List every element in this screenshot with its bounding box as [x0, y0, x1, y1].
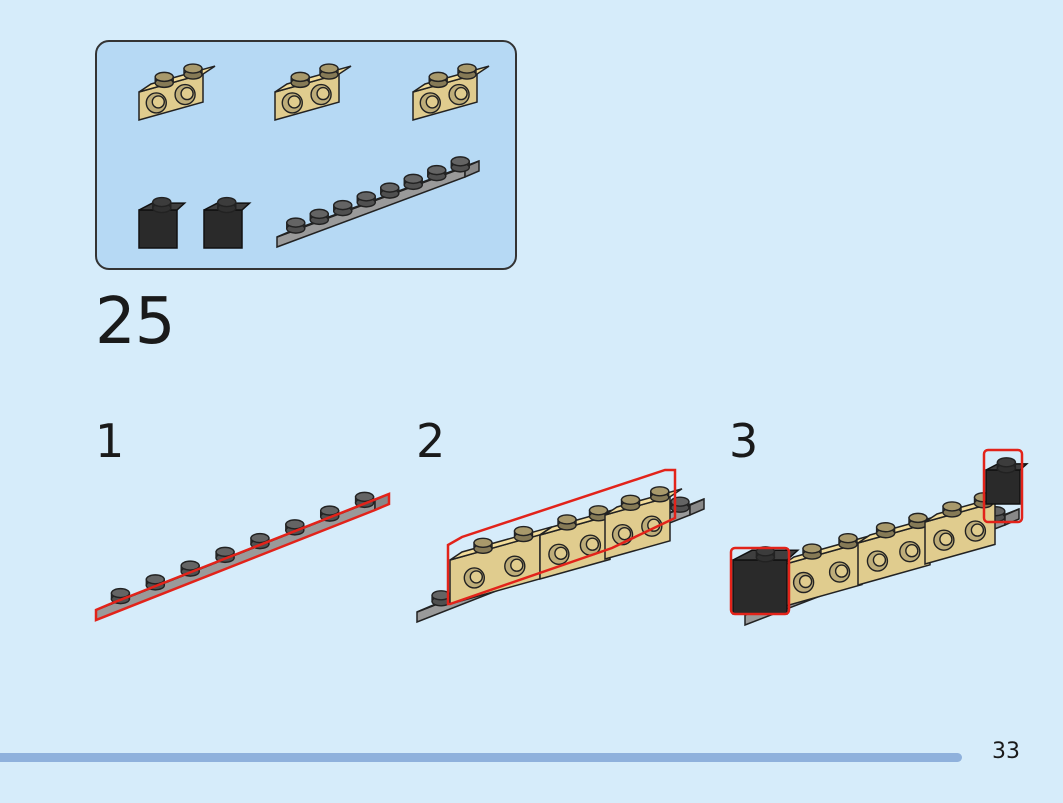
plate-stud	[380, 182, 400, 199]
plate-stud	[670, 496, 690, 513]
plate-stud	[427, 164, 447, 182]
plate-stud	[356, 191, 376, 208]
step3-black-brick-right	[985, 457, 1029, 505]
substep-label-1: 1	[95, 414, 125, 468]
step-number: 25	[95, 285, 175, 359]
side-stud	[310, 83, 332, 106]
stud	[875, 522, 896, 539]
stud	[942, 501, 962, 518]
step2-tan-bricks	[446, 468, 683, 606]
side-stud	[964, 520, 987, 542]
plate-stud	[333, 199, 353, 217]
part-black-brick-2	[203, 196, 252, 249]
stud	[802, 543, 822, 560]
footer-progress-bar	[0, 753, 962, 762]
highlight-outline	[446, 468, 677, 606]
side-stud	[828, 561, 851, 583]
side-stud	[504, 555, 526, 577]
parts-callout	[95, 40, 517, 270]
parts-callout-drawing	[138, 63, 490, 249]
side-stud	[611, 523, 634, 546]
side-stud	[933, 529, 955, 551]
page-number: 33	[992, 739, 1020, 764]
side-stud	[174, 83, 196, 106]
stud	[183, 63, 203, 80]
plate-stud	[431, 590, 451, 607]
stud	[908, 512, 928, 530]
side-stud	[866, 550, 889, 572]
plate-stud	[403, 173, 423, 191]
stud	[513, 525, 534, 543]
part-black-brick-1	[138, 196, 187, 249]
side-stud	[463, 567, 485, 589]
highlight-outline-left	[729, 546, 791, 616]
stud	[650, 486, 670, 503]
stud	[457, 63, 477, 80]
side-stud	[145, 92, 167, 114]
side-stud	[899, 541, 921, 563]
brick-front	[203, 209, 243, 249]
plate-stud	[309, 208, 329, 226]
step3-tan-brick-2	[857, 512, 943, 586]
side-stud	[792, 571, 815, 594]
stud	[319, 63, 339, 80]
brick-front	[985, 469, 1021, 505]
step2-tan-brick-2	[539, 505, 623, 580]
side-stud	[419, 92, 441, 114]
stud	[290, 71, 310, 89]
part-gray-plate	[276, 156, 480, 249]
highlight-outline	[94, 492, 391, 622]
side-stud	[448, 83, 470, 106]
side-stud	[281, 92, 303, 114]
plate-stud	[286, 217, 306, 234]
step1-gray-plate	[94, 491, 391, 622]
stud	[154, 71, 174, 89]
substep-label-2: 2	[416, 414, 446, 468]
part-tan-brick-3	[412, 63, 490, 121]
step3-tan-brick-3	[924, 492, 1008, 565]
side-stud	[548, 543, 570, 565]
stud	[428, 71, 448, 89]
stud	[217, 196, 237, 214]
stud	[557, 514, 577, 531]
stud	[588, 505, 609, 522]
plate-stud	[450, 156, 470, 173]
substep-label-3: 3	[729, 414, 759, 468]
part-tan-brick-1	[138, 63, 216, 121]
part-tan-brick-2	[274, 63, 352, 121]
step3-tan-bricks	[781, 492, 1008, 608]
step2-tan-brick-3	[604, 486, 683, 560]
stud	[152, 196, 172, 214]
stud	[996, 457, 1017, 474]
brick-front	[732, 559, 788, 615]
stud	[838, 533, 858, 550]
highlight-outline-right	[982, 448, 1024, 524]
step2-tan-brick-1	[449, 525, 553, 605]
stud	[620, 494, 641, 511]
stud	[473, 537, 493, 554]
